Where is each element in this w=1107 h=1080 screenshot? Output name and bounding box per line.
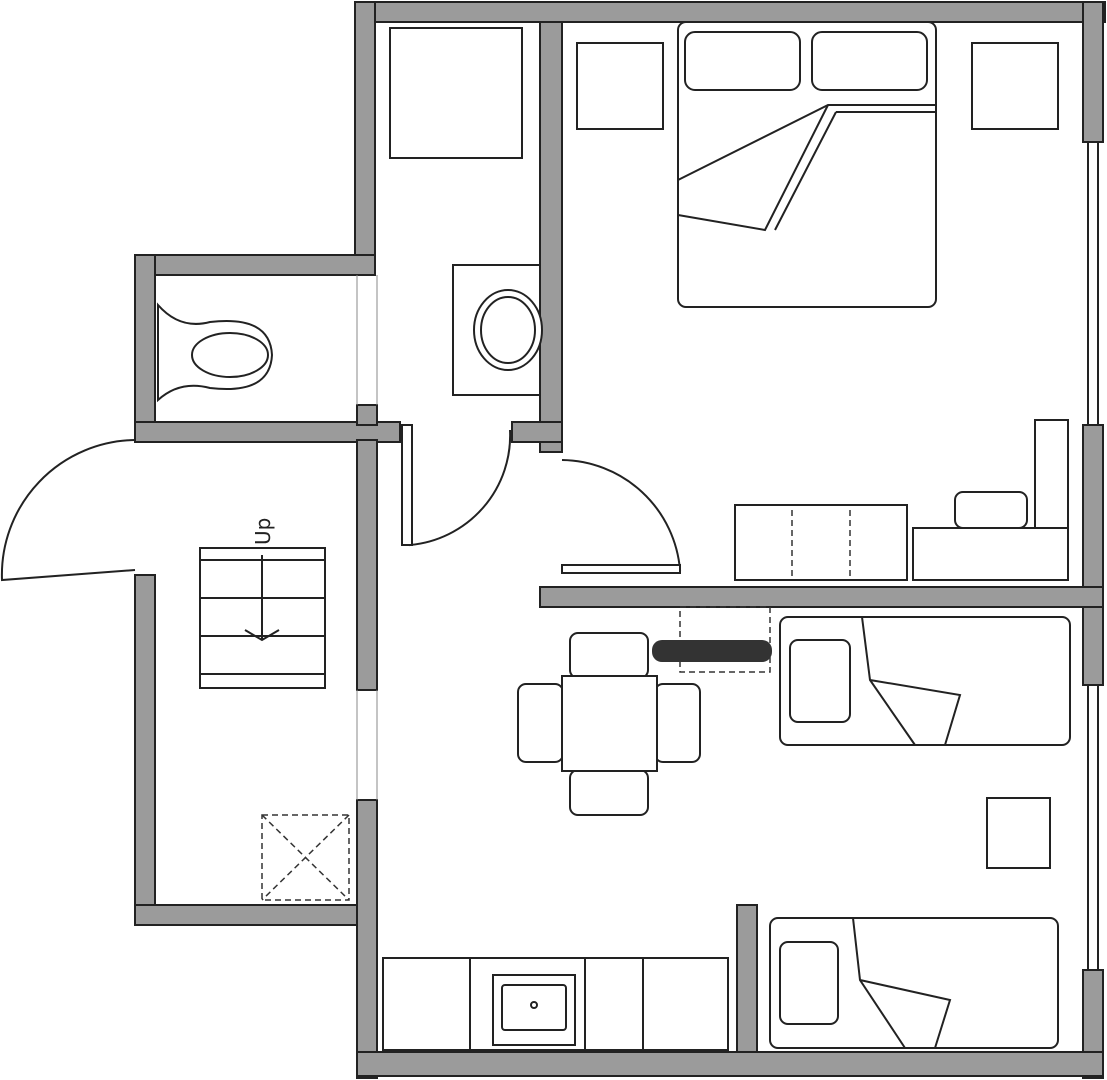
dresser <box>734 504 908 581</box>
floor-hatch <box>261 814 350 901</box>
side-table <box>986 797 1051 869</box>
wall-bedroom-bottom <box>539 586 1104 608</box>
wall-living-partition <box>736 904 758 1053</box>
stairs: Up <box>199 518 326 689</box>
kitchen-counter <box>382 957 729 1051</box>
desk-and-chair <box>912 419 1069 581</box>
wall-right-top <box>1082 1 1104 143</box>
sofa-bed-upper <box>779 616 1071 746</box>
sofa-bed-lower <box>769 917 1059 1049</box>
wall-stair-left <box>134 574 156 926</box>
wall-wc-right-stub <box>356 404 378 426</box>
wall-top <box>354 1 1106 23</box>
wall-stair-right-upper <box>356 439 378 691</box>
wall-closet-left <box>354 1 376 275</box>
wall-right-mid <box>1082 424 1104 686</box>
walls <box>134 1 1106 1079</box>
wall-wc-bottom <box>134 421 401 443</box>
toilet <box>157 302 274 403</box>
wall-stair-bottom <box>134 904 376 926</box>
washbasin <box>452 264 543 396</box>
double-bed <box>677 21 937 308</box>
wall-wc-left <box>134 254 156 441</box>
wall-closet-right <box>539 21 563 453</box>
nightstand-left <box>576 42 664 130</box>
dining-table-set <box>517 632 701 816</box>
wall-stair-right-lower <box>356 799 378 1079</box>
stairs-up-label: Up <box>251 518 275 545</box>
tv-unit <box>652 606 772 673</box>
nightstand-right <box>971 42 1059 130</box>
wall-closet-stub <box>511 421 563 443</box>
wall-bottom <box>356 1051 1104 1077</box>
closet-door[interactable] <box>401 424 512 547</box>
doors <box>0 424 682 582</box>
wall-wc-top <box>134 254 376 276</box>
bedroom-door[interactable] <box>561 459 682 571</box>
closet-cabinet <box>389 27 523 159</box>
windows <box>356 142 1099 970</box>
entry-door[interactable] <box>0 439 136 582</box>
